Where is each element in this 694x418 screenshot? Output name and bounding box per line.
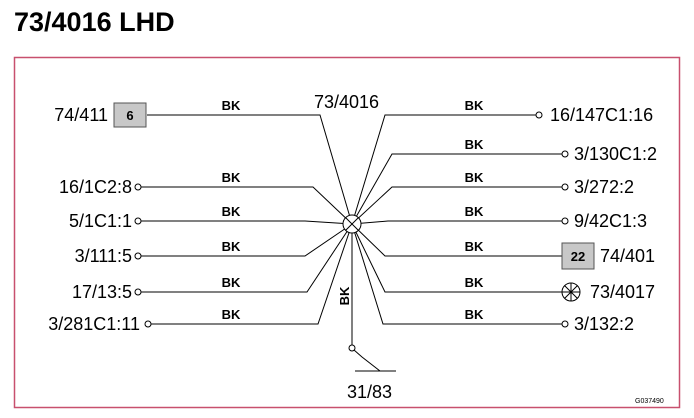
wire-right: [351, 223, 562, 257]
terminal-pin: [134, 252, 142, 260]
wire-color-label: BK: [465, 307, 484, 322]
terminal-pin: [561, 320, 569, 328]
terminal-label: 3/281C1:11: [48, 314, 140, 334]
wire-left: [141, 223, 353, 293]
ground-label: 31/83: [347, 382, 392, 402]
wire-color-label: BK: [465, 239, 484, 254]
connector-number: 22: [571, 249, 585, 264]
wire-color-label: BK: [337, 286, 352, 305]
terminal-label: 16/1C2:8: [59, 177, 132, 197]
terminal-pin: [134, 183, 142, 191]
wire-left: [141, 223, 353, 257]
label-group: BK674/411BK16/1C2:8BK5/1C1:1BK3/111:5BK1…: [48, 98, 657, 334]
terminal-label: 16/147C1:16: [550, 105, 653, 125]
connector-box: [561, 242, 595, 270]
terminal-label: 74/411: [54, 105, 108, 125]
wire-left: [141, 220, 353, 225]
connector-box: [113, 102, 147, 128]
terminal-label: 3/111:5: [75, 246, 132, 266]
terminal-label: 73/4017: [590, 282, 655, 302]
wire-color-label: BK: [222, 307, 241, 322]
wire-right: [351, 220, 562, 225]
terminal-pin: [134, 288, 142, 296]
page-title: 73/4016 LHD: [14, 7, 175, 37]
wire-group: [113, 102, 595, 372]
wire-color-label: BK: [465, 204, 484, 219]
wire-right: [351, 186, 562, 225]
terminal-label: 3/272:2: [574, 177, 634, 197]
terminal-pin: [561, 217, 569, 225]
wire-right: [351, 223, 562, 293]
ground-terminal: [348, 344, 356, 352]
wire-right: [351, 223, 562, 325]
wire-left: [151, 223, 353, 325]
ground-strap: [353, 349, 381, 372]
terminal-label: 9/42C1:3: [574, 211, 647, 231]
terminal-label: 3/130C1:2: [574, 144, 657, 164]
diagram-frame: [13, 56, 681, 409]
terminal-label: 17/13:5: [72, 282, 132, 302]
wire-right: [351, 153, 562, 225]
wire-color-label: BK: [465, 275, 484, 290]
terminal-label: 74/401: [600, 246, 655, 266]
drawing-code: G037490: [635, 398, 664, 405]
connector-number: 6: [126, 108, 133, 123]
splice-node: [342, 214, 362, 234]
terminal-pin: [561, 150, 569, 158]
wire-color-label: BK: [222, 170, 241, 185]
wire-color-label: BK: [222, 275, 241, 290]
terminal-pin: [561, 183, 569, 191]
terminal-label: 5/1C1:1: [69, 211, 132, 231]
terminal-pin: [535, 111, 543, 119]
wire-color-label: BK: [465, 98, 484, 113]
wire-color-label: BK: [222, 98, 241, 113]
wire-color-label: BK: [222, 204, 241, 219]
wire-color-label: BK: [465, 170, 484, 185]
terminal-label: 3/132:2: [574, 314, 634, 334]
terminal-pin: [134, 217, 142, 225]
terminal-pin: [144, 320, 152, 328]
splice-label: 73/4016: [314, 92, 379, 112]
wire-left: [147, 114, 353, 225]
wire-color-label: BK: [222, 239, 241, 254]
wire-color-label: BK: [465, 137, 484, 152]
wire-right: [351, 114, 536, 225]
splice-cross-b: [345, 217, 359, 231]
wire-left: [141, 186, 353, 225]
